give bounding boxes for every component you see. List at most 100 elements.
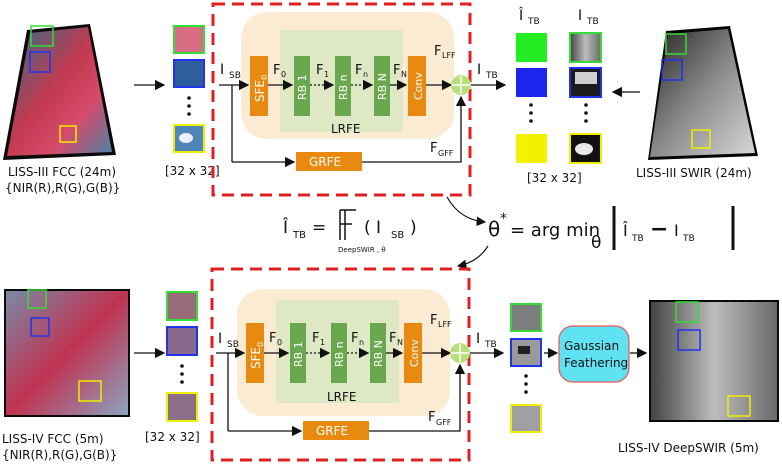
ellipsis-dot (584, 111, 588, 115)
svg-text:TB: TB (484, 340, 497, 350)
grfe-label: GRFE (309, 155, 341, 169)
svg-text:F: F (312, 331, 319, 346)
target-patch-feature (575, 143, 593, 155)
svg-text:TB: TB (631, 234, 644, 244)
fN-label-bottom: F N (389, 331, 403, 347)
f0-label: F 0 (273, 63, 286, 79)
rbn-block-bottom (331, 323, 347, 383)
svg-text:DeepSWIR , θ: DeepSWIR , θ (338, 246, 386, 254)
svg-text:TB: TB (292, 230, 306, 241)
fN-label: F N (393, 63, 407, 79)
gaussian-feathering-block (558, 325, 630, 383)
svg-text:LFF: LFF (442, 51, 456, 60)
ellipsis-dot (529, 103, 533, 107)
svg-text:F: F (428, 410, 435, 425)
fcc-label: LISS-III FCC (24m) (8, 165, 116, 179)
svg-text:TB: TB (485, 71, 498, 81)
grfe-block-bottom (303, 421, 369, 440)
swir-blue-roi (661, 59, 683, 81)
ellipsis-dot (584, 103, 588, 107)
svg-text:N: N (397, 338, 403, 347)
rb1-block-bottom (290, 323, 306, 383)
svg-text:Î: Î (622, 221, 628, 240)
swir-green-roi (665, 33, 687, 55)
grfe-block-top (296, 152, 362, 171)
svg-text:SB: SB (227, 340, 239, 350)
input-isb-label-top: I SB (220, 62, 241, 81)
rb1-label: RB 1 (296, 74, 309, 100)
output-itb-label-bottom: I TB (476, 331, 497, 350)
liss4-fcc-image (4, 289, 130, 417)
liss4-deepswir-image (649, 300, 779, 422)
svg-text:LFF: LFF (438, 320, 452, 329)
fcc4-yellow-roi (78, 380, 102, 402)
out-patch-blue (510, 338, 542, 367)
patch4-green (166, 291, 198, 321)
rbN-label-bottom: RB N (372, 340, 385, 367)
pred-yellow-square (516, 134, 547, 163)
ellipsis-dot (584, 119, 588, 123)
svg-text:): ) (410, 218, 417, 238)
svg-text:I: I (477, 62, 481, 78)
f0-label-bottom: F 0 (269, 331, 282, 347)
input-patches-top (173, 25, 205, 153)
loss-equation: θ * = arg min θ Î TB − I TB (488, 206, 735, 253)
svg-text:θ: θ (591, 233, 601, 253)
fcc-blue-roi (29, 51, 51, 73)
liss3-fcc-image (3, 24, 116, 160)
feathering-line-2: Feathering (564, 356, 628, 370)
out-yellow-roi (727, 395, 751, 417)
svg-text:SB: SB (229, 71, 241, 81)
svg-text:F: F (273, 63, 280, 78)
svg-text:I: I (218, 331, 222, 347)
fcc-green-roi (30, 25, 54, 47)
ellipsis-dot (180, 372, 184, 376)
rbn-block-top (335, 56, 351, 116)
out-patch-green (510, 303, 542, 332)
svg-text:−: − (650, 217, 668, 242)
swir-yellow-roi (691, 129, 711, 149)
svg-text:N: N (401, 70, 407, 79)
fgff-label-bottom: F GFF (428, 410, 452, 427)
rbN-label: RB N (376, 73, 389, 100)
ellipsis-dot (187, 96, 191, 100)
svg-text:n: n (363, 70, 368, 79)
svg-text:TB: TB (527, 17, 540, 27)
sfe-label: SFE0 (253, 75, 269, 102)
f1-label: F 1 (316, 63, 329, 79)
rbN-block-bottom (370, 323, 386, 383)
hat-tb-header: Î TB (518, 6, 540, 27)
fcc-bands: {NIR(R),R(G),G(B)} (5, 181, 120, 195)
ellipsis-dot (187, 104, 191, 108)
svg-text:F: F (434, 44, 441, 59)
svg-text:GFF: GFF (436, 418, 452, 427)
conv-block-bottom (404, 323, 422, 383)
svg-text:F: F (269, 331, 276, 346)
svg-text:n: n (359, 338, 364, 347)
svg-text:0: 0 (277, 338, 282, 347)
lrfe-label-bottom: LRFE (327, 390, 357, 404)
out-blue-roi (677, 329, 701, 351)
conv-label-bottom: Conv (408, 339, 421, 367)
svg-text:I: I (674, 221, 679, 240)
sfe-label-bottom: SFE0 (249, 342, 265, 369)
svg-text:TB: TB (586, 17, 599, 27)
svg-text:GFF: GFF (438, 149, 454, 158)
svg-text:1: 1 (324, 70, 329, 79)
svg-text:1: 1 (320, 338, 325, 347)
patch-feature (179, 133, 193, 143)
rbN-block-top (374, 56, 390, 116)
patch-size-bottom: [32 x 32] (145, 430, 200, 444)
svg-text:F: F (351, 331, 358, 346)
input-isb-label-bottom: I SB (218, 331, 239, 350)
conv-label: Conv (412, 72, 425, 100)
svg-text:TB: TB (682, 234, 695, 244)
arrow-grfe-sum-bottom (369, 363, 466, 432)
sfe-block-top (250, 56, 268, 116)
network-box-top (211, 2, 472, 197)
liss3-swir-image (648, 26, 758, 160)
patch4-blue (166, 326, 198, 356)
ellipsis-dot (529, 119, 533, 123)
patch4-yellow (166, 392, 198, 422)
arrow-grfe-sum (362, 95, 467, 163)
